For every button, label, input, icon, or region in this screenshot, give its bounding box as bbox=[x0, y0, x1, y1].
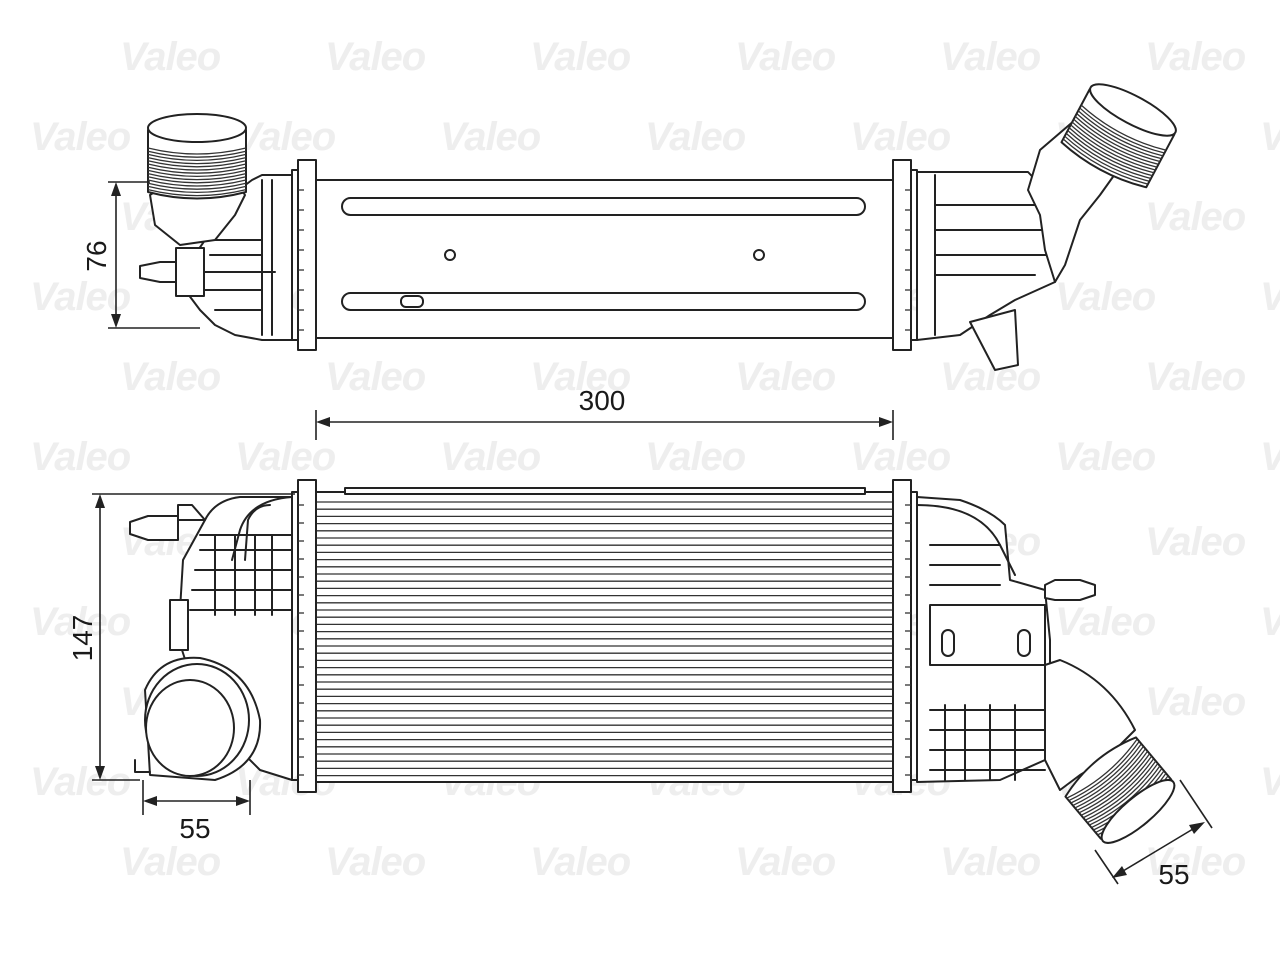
watermark-text: Valeo bbox=[1260, 600, 1280, 644]
front-left-boss bbox=[169, 599, 189, 651]
watermark-text: Valeo bbox=[120, 35, 221, 79]
watermark-text: Valeo bbox=[1145, 195, 1246, 239]
watermark-text: Valeo bbox=[440, 435, 541, 479]
dim-label-147: 147 bbox=[67, 615, 98, 662]
top-slot-lower bbox=[341, 292, 866, 311]
watermark-text: Valeo bbox=[1055, 435, 1156, 479]
dim-label-76: 76 bbox=[81, 240, 112, 271]
front-view bbox=[129, 479, 1176, 844]
watermark-text: Valeo bbox=[120, 355, 221, 399]
dimension-300: 300 bbox=[315, 385, 894, 440]
dim-label-55-right: 55 bbox=[1158, 859, 1189, 890]
watermark-text: Valeo bbox=[440, 115, 541, 159]
watermark-text: Valeo bbox=[30, 760, 131, 804]
front-right-ribs bbox=[929, 544, 1046, 781]
watermark-text: Valeo bbox=[530, 355, 631, 399]
watermark-text: Valeo bbox=[1260, 275, 1280, 319]
watermark-text: Valeo bbox=[1055, 600, 1156, 644]
front-left-header bbox=[297, 479, 317, 793]
dimension-55-left: 55 bbox=[142, 780, 251, 844]
header-teeth bbox=[298, 504, 911, 776]
front-left-tab bbox=[177, 504, 206, 521]
watermark-text: Valeo bbox=[940, 35, 1041, 79]
watermark-text: Valeo bbox=[530, 840, 631, 884]
top-slot-upper bbox=[341, 197, 866, 216]
top-small-slot bbox=[400, 295, 424, 308]
watermark-text: Valeo bbox=[235, 115, 336, 159]
watermark-text: Valeo bbox=[1260, 115, 1280, 159]
watermark-text: Valeo bbox=[850, 435, 951, 479]
top-left-inlet bbox=[147, 113, 247, 200]
top-hole-right bbox=[753, 249, 765, 261]
top-left-boss bbox=[175, 247, 205, 297]
core-fins bbox=[316, 501, 893, 777]
top-left-nipple bbox=[139, 261, 179, 283]
watermark-text: Valeo bbox=[645, 115, 746, 159]
watermark-text: Valeo bbox=[30, 435, 131, 479]
watermark-text: Valeo bbox=[735, 840, 836, 884]
dim-label-55-left: 55 bbox=[179, 813, 210, 844]
dimension-76: 76 bbox=[81, 181, 200, 329]
mount-slot-right bbox=[1017, 629, 1031, 657]
watermark-text: Valeo bbox=[940, 840, 1041, 884]
watermark-text: Valeo bbox=[1260, 435, 1280, 479]
front-right-nipple bbox=[1044, 579, 1096, 601]
watermark-text: Valeo bbox=[1260, 760, 1280, 804]
front-core bbox=[315, 491, 894, 783]
top-right-inlet bbox=[1060, 83, 1177, 189]
top-hole-left bbox=[444, 249, 456, 261]
top-right-plate bbox=[892, 159, 912, 351]
top-view bbox=[139, 83, 1177, 371]
watermark-text: Valeo bbox=[30, 275, 131, 319]
watermark-text: Valeo bbox=[530, 35, 631, 79]
front-left-nipple bbox=[129, 515, 179, 541]
dim-label-300: 300 bbox=[579, 385, 626, 416]
watermark-text: Valeo bbox=[235, 435, 336, 479]
watermark-text: Valeo bbox=[1145, 35, 1246, 79]
watermark-text: Valeo bbox=[30, 115, 131, 159]
watermark-text: Valeo bbox=[325, 355, 426, 399]
watermark-text: Valeo bbox=[325, 840, 426, 884]
watermark-text: Valeo bbox=[325, 35, 426, 79]
top-left-plate bbox=[297, 159, 317, 351]
top-left-teeth bbox=[298, 189, 304, 331]
top-right-bracket bbox=[969, 309, 1019, 371]
watermark-text: Valeo bbox=[1145, 680, 1246, 724]
front-left-outlet bbox=[144, 656, 262, 781]
watermark-text: Valeo bbox=[120, 840, 221, 884]
top-body bbox=[315, 179, 894, 339]
watermark-text: Valeo bbox=[1145, 520, 1246, 564]
watermark-text: Valeo bbox=[645, 435, 746, 479]
front-top-side-plate bbox=[344, 487, 866, 495]
watermark-text: Valeo bbox=[850, 115, 951, 159]
front-left-ribs bbox=[189, 534, 293, 616]
watermark-text: Valeo bbox=[1055, 275, 1156, 319]
watermark-text: Valeo bbox=[30, 600, 131, 644]
dimension-55-right: 55 bbox=[1094, 779, 1213, 890]
watermark-text: Valeo bbox=[1145, 355, 1246, 399]
top-right-teeth bbox=[905, 189, 911, 331]
mount-slot-left bbox=[941, 629, 955, 657]
front-right-outlet bbox=[1064, 736, 1176, 844]
watermark-text: Valeo bbox=[735, 35, 836, 79]
watermark-text: Valeo bbox=[735, 355, 836, 399]
dimension-147: 147 bbox=[67, 493, 295, 781]
front-right-header bbox=[892, 479, 912, 793]
